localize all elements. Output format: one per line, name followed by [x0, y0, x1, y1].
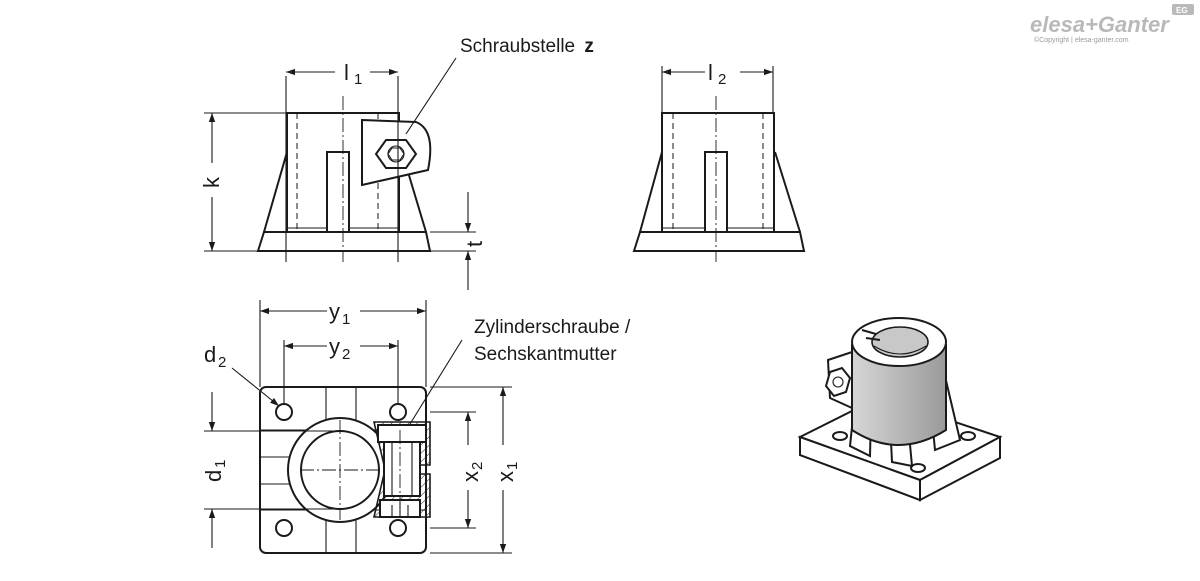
dim-y2-label: y	[329, 334, 340, 359]
dim-l2-label: l	[708, 60, 713, 85]
fastener-label-line2: Sechskantmutter	[474, 344, 617, 365]
dim-d1-sub: 1	[212, 460, 229, 468]
dim-x1-sub: 1	[504, 462, 521, 470]
dim-y2-sub: 2	[342, 346, 350, 363]
mounting-hole	[275, 403, 293, 421]
dim-x1-label: x	[493, 471, 518, 482]
hex-nut-section	[377, 424, 427, 443]
logo-brand-text: elesa+Ganter	[1030, 12, 1170, 37]
dim-y1-label: y	[329, 299, 340, 324]
dim-x2-sub: 2	[469, 462, 486, 470]
fastener-leader	[409, 339, 463, 425]
dim-x2-label: x	[458, 471, 483, 482]
mounting-hole	[389, 403, 407, 421]
top-view: y 1 y 2 d 2 d 1 x 2 x 1 Zy	[201, 299, 631, 554]
iso-hole	[960, 431, 976, 441]
dim-k-label: k	[199, 176, 224, 188]
dim-d1-label: d	[201, 470, 226, 482]
side-view: l 2	[632, 60, 806, 262]
dim-d2-label: d	[204, 342, 216, 367]
dim-l1-sub: 1	[354, 71, 362, 88]
dim-d2-sub: 2	[218, 354, 226, 371]
side-ribs	[639, 151, 801, 233]
logo-badge-icon	[1172, 4, 1194, 15]
isometric-view	[797, 317, 1003, 502]
mounting-hole	[275, 519, 293, 537]
brand-logo: elesa+Ganter EG ©Copyright | elesa-gante…	[1030, 4, 1194, 44]
dim-l1-label: l	[344, 60, 349, 85]
front-slot	[326, 151, 350, 233]
fastener-label-line1: Zylinderschraube /	[474, 317, 631, 338]
screw-location-symbol: z	[584, 36, 594, 57]
iso-hole	[832, 431, 848, 441]
logo-badge-text: EG	[1176, 6, 1188, 15]
screw-location-label: Schraubstelle	[460, 36, 575, 57]
hex-head-icon	[374, 139, 418, 169]
iso-hole	[910, 463, 926, 473]
front-base-plate	[256, 231, 432, 252]
dim-d2-leader	[231, 367, 280, 407]
svg-text:Schraubstelle z: Schraubstelle z	[460, 36, 594, 57]
iso-bore	[871, 326, 929, 358]
clamp-screw-shank	[383, 441, 421, 497]
side-base-plate	[632, 231, 806, 252]
dim-y1-sub: 1	[342, 311, 350, 328]
screw-location-leader	[405, 57, 457, 135]
logo-copyright: ©Copyright | elesa-ganter.com	[1034, 36, 1129, 44]
dim-l2-sub: 2	[718, 71, 726, 88]
iso-base-front-right	[919, 435, 1001, 502]
iso-hex-head-icon	[824, 366, 852, 398]
mounting-hole	[389, 519, 407, 537]
front-view: l 1 k t Schraubstelle z	[199, 36, 594, 290]
dim-t-label: t	[462, 241, 487, 247]
iso-body	[851, 344, 947, 446]
